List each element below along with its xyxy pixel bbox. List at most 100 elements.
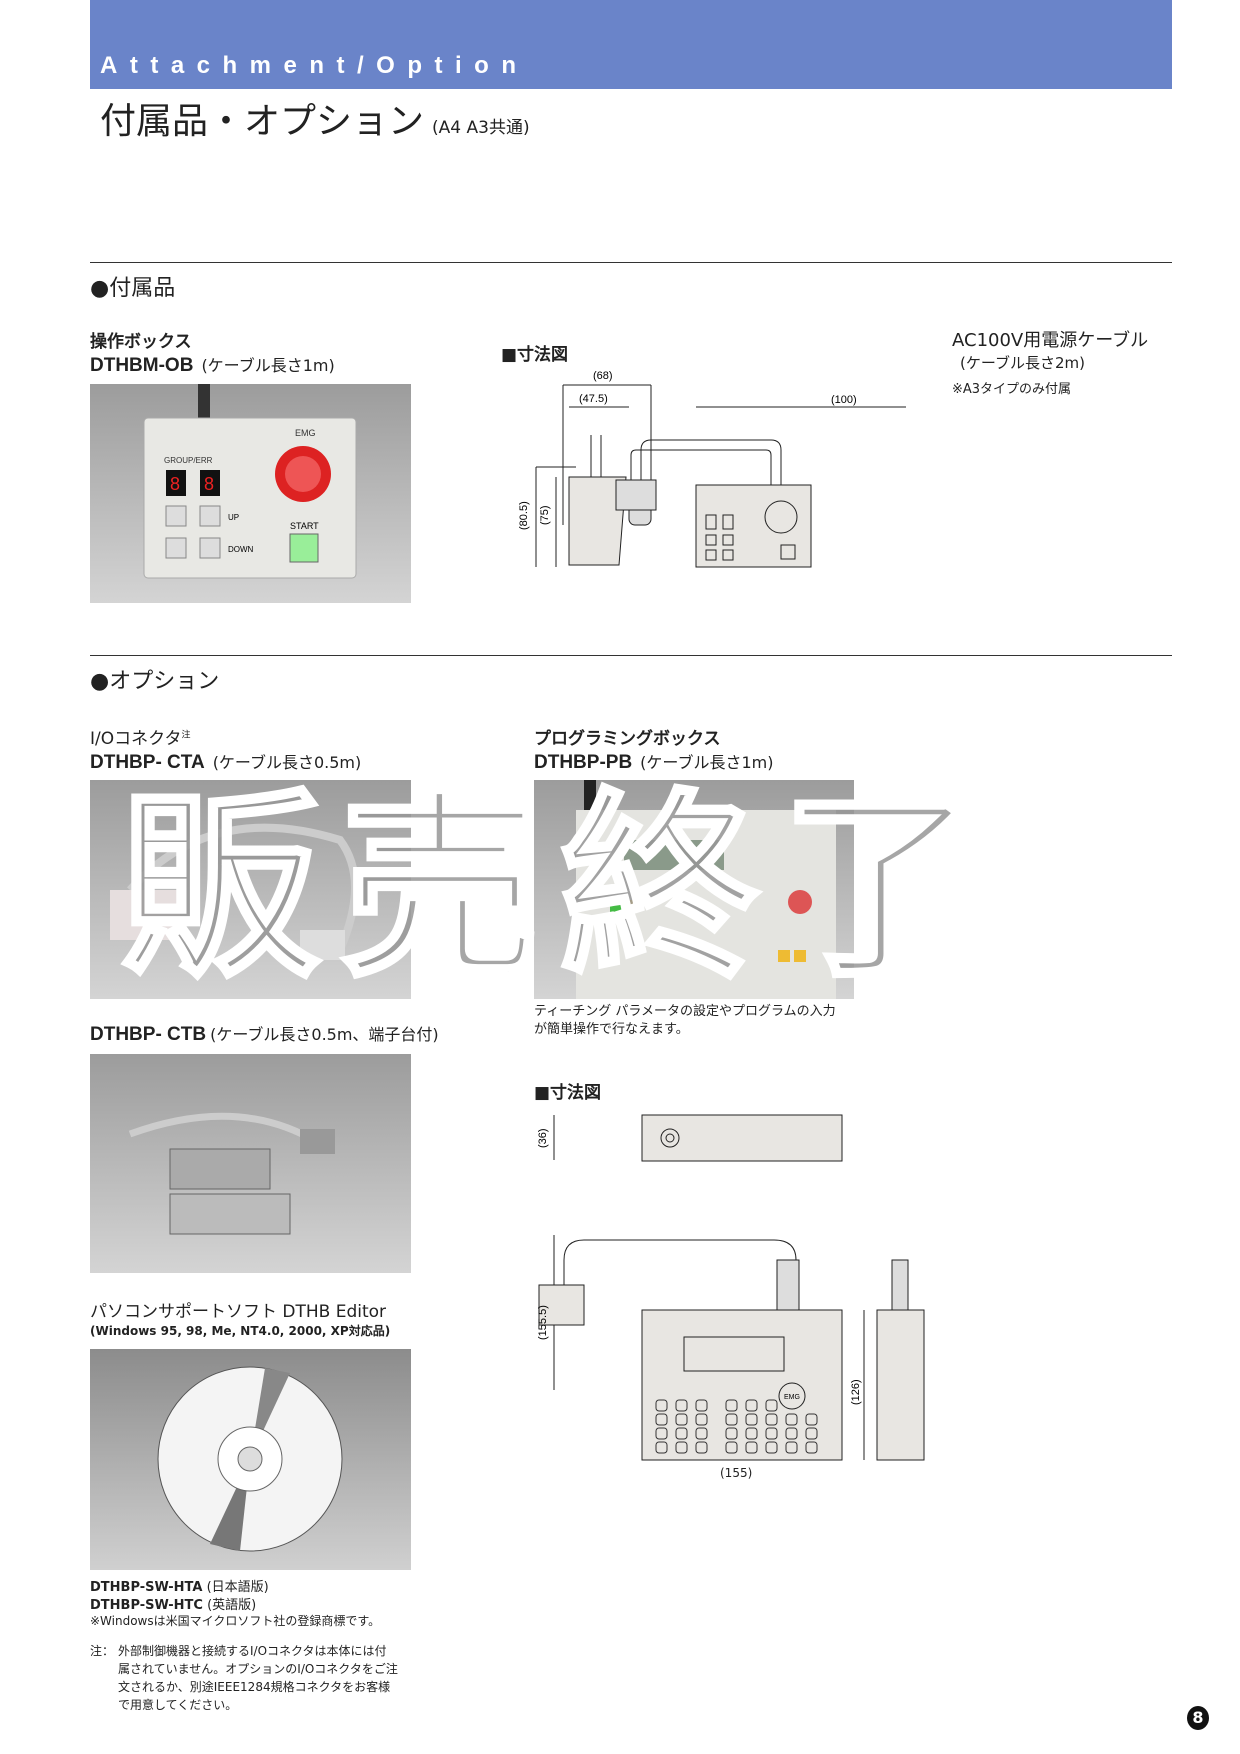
dim-36: (36) [537,1128,549,1148]
title-text: 付属品・オプション [100,101,425,142]
keypad-key [675,1427,688,1440]
dim-68: (68) [593,370,613,382]
ctb-cable: (ケーブル長さ0.5m、端子台付) [210,1025,439,1044]
pb-model-line: DTHBP-PB (ケーブル長さ1m) [534,749,773,774]
keypad-key [655,1413,668,1426]
keypad-key [655,1399,668,1412]
pb-dimension-drawing: (36) (155.5) (126) EMG [537,1114,925,1461]
ctb-model: DTHBP- CTB [90,1024,207,1045]
pb-dims-heading: ■寸法図 [534,1083,602,1103]
divider [90,262,1172,263]
discontinued-watermark: 販売終了 [118,772,1001,1005]
keypad-key [745,1399,758,1412]
start-label: START [290,521,319,531]
keypad-key [765,1427,778,1440]
keypad-key [655,1441,668,1454]
note-mark: 注 [181,730,191,741]
keypad-key [695,1441,708,1454]
power-cable-name: AC100V用電源ケーブル [952,330,1149,351]
pb-photo [534,780,854,999]
ctb-photo [90,1054,411,1273]
keypad-key [785,1413,798,1426]
keypad-key [765,1441,778,1454]
dim-155-5: (155.5) [537,1305,549,1340]
dim-100: (100) [831,394,857,406]
keypad-key [675,1399,688,1412]
keypad-key [765,1399,778,1412]
footnote-line: 外部制御機器と接続するI/Oコネクタは本体には付 [118,1644,387,1658]
dim-155: (155) [720,1466,753,1480]
keypad-key [695,1413,708,1426]
keypad-key [745,1441,758,1454]
keypad-key [765,1413,778,1426]
software-model-2: DTHBP-SW-HTC (英語版) [90,1594,256,1613]
pb-caption-1: ティーチング パラメータの設定やプログラムの入力 [534,1004,836,1019]
op-box-model: DTHBM-OB [90,355,194,376]
footnote-line: 属されていません。オプションのI/Oコネクタをご注 [118,1662,398,1676]
cta-model-line: DTHBP- CTA (ケーブル長さ0.5m) [90,749,361,774]
band-title: Attachment/Option [100,52,529,79]
op-box-cable: (ケーブル長さ1m) [201,356,335,375]
keypad-key [785,1441,798,1454]
model1-note: (日本語版) [206,1580,269,1595]
footnote-label: 注： [90,1644,115,1658]
keypad-key [725,1441,738,1454]
svg-text:8: 8 [204,474,214,494]
emg-label: EMG [295,428,316,438]
op-box-dimension-drawing: (68) (47.5) (80.5) (75) (100) [518,370,906,568]
options-heading: ●オプション [90,669,220,694]
dims-heading: ■寸法図 [501,345,569,365]
power-cable-length: (ケーブル長さ2m) [960,354,1085,372]
keypad-key [675,1413,688,1426]
keypad-key [725,1399,738,1412]
op-box-model-line: DTHBM-OB (ケーブル長さ1m) [90,352,335,377]
pb-model: DTHBP-PB [534,752,633,773]
op-box-name: 操作ボックス [90,332,192,352]
keypad-key [745,1427,758,1440]
keypad-key [745,1413,758,1426]
model2: DTHBP-SW-HTC [90,1598,203,1613]
pb-name: プログラミングボックス [534,729,721,749]
footnote: 注： 外部制御機器と接続するI/Oコネクタは本体には付 属されていません。オプシ… [90,1642,398,1714]
page-title: 付属品・オプション(A4 A3共通) [100,92,530,144]
group-label: GROUP/ERR [164,456,213,465]
dim-80-5: (80.5) [518,501,530,530]
model2-note: (英語版) [207,1598,257,1613]
footnote-line: 文されるか、別途IEEE1284規格コネクタをお客様 [118,1680,391,1694]
page-number: 8 [1187,1706,1209,1730]
cta-name-line: I/Oコネクタ注 [90,724,190,749]
cta-cable: (ケーブル長さ0.5m) [212,753,362,772]
software-cd-photo [90,1349,411,1570]
divider [90,655,1172,656]
keypad-key [725,1413,738,1426]
software-compat: (Windows 95, 98, Me, NT4.0, 2000, XP対応品) [90,1324,391,1338]
ctb-model-line: DTHBP- CTB(ケーブル長さ0.5m、端子台付) [90,1021,439,1046]
cta-model: DTHBP- CTA [90,752,205,773]
trademark-note: ※Windowsは米国マイクロソフト社の登録商標です。 [90,1614,381,1628]
up-label: UP [228,513,239,522]
pb-cable: (ケーブル長さ1m) [640,753,774,772]
keypad-key [695,1427,708,1440]
cta-photo [90,780,411,999]
dim-47-5: (47.5) [579,393,608,405]
header-band [90,0,1172,89]
software-name: パソコンサポートソフト DTHB Editor [90,1302,387,1322]
emg-key-label: EMG [784,1394,800,1401]
pb-caption-2: が簡単操作で行なえます。 [534,1022,689,1037]
down-label: DOWN [228,545,254,554]
footnote-line: で用意してください。 [118,1698,238,1712]
cta-name: I/Oコネクタ [90,729,182,749]
dim-126: (126) [850,1379,862,1405]
software-model-1: DTHBP-SW-HTA (日本語版) [90,1576,269,1595]
keypad-key [805,1427,818,1440]
dim-75: (75) [539,505,551,525]
keypad-key [785,1427,798,1440]
svg-text:8: 8 [170,474,180,494]
op-box-photo: EMG GROUP/ERR 8 8 UP DOWN START [90,384,411,603]
keypad-key [725,1427,738,1440]
accessories-heading: ●付属品 [90,276,176,301]
keypad-key [805,1441,818,1454]
power-cable-note: ※A3タイプのみ付属 [952,382,1072,397]
keypad-key [675,1441,688,1454]
model1: DTHBP-SW-HTA [90,1580,203,1595]
